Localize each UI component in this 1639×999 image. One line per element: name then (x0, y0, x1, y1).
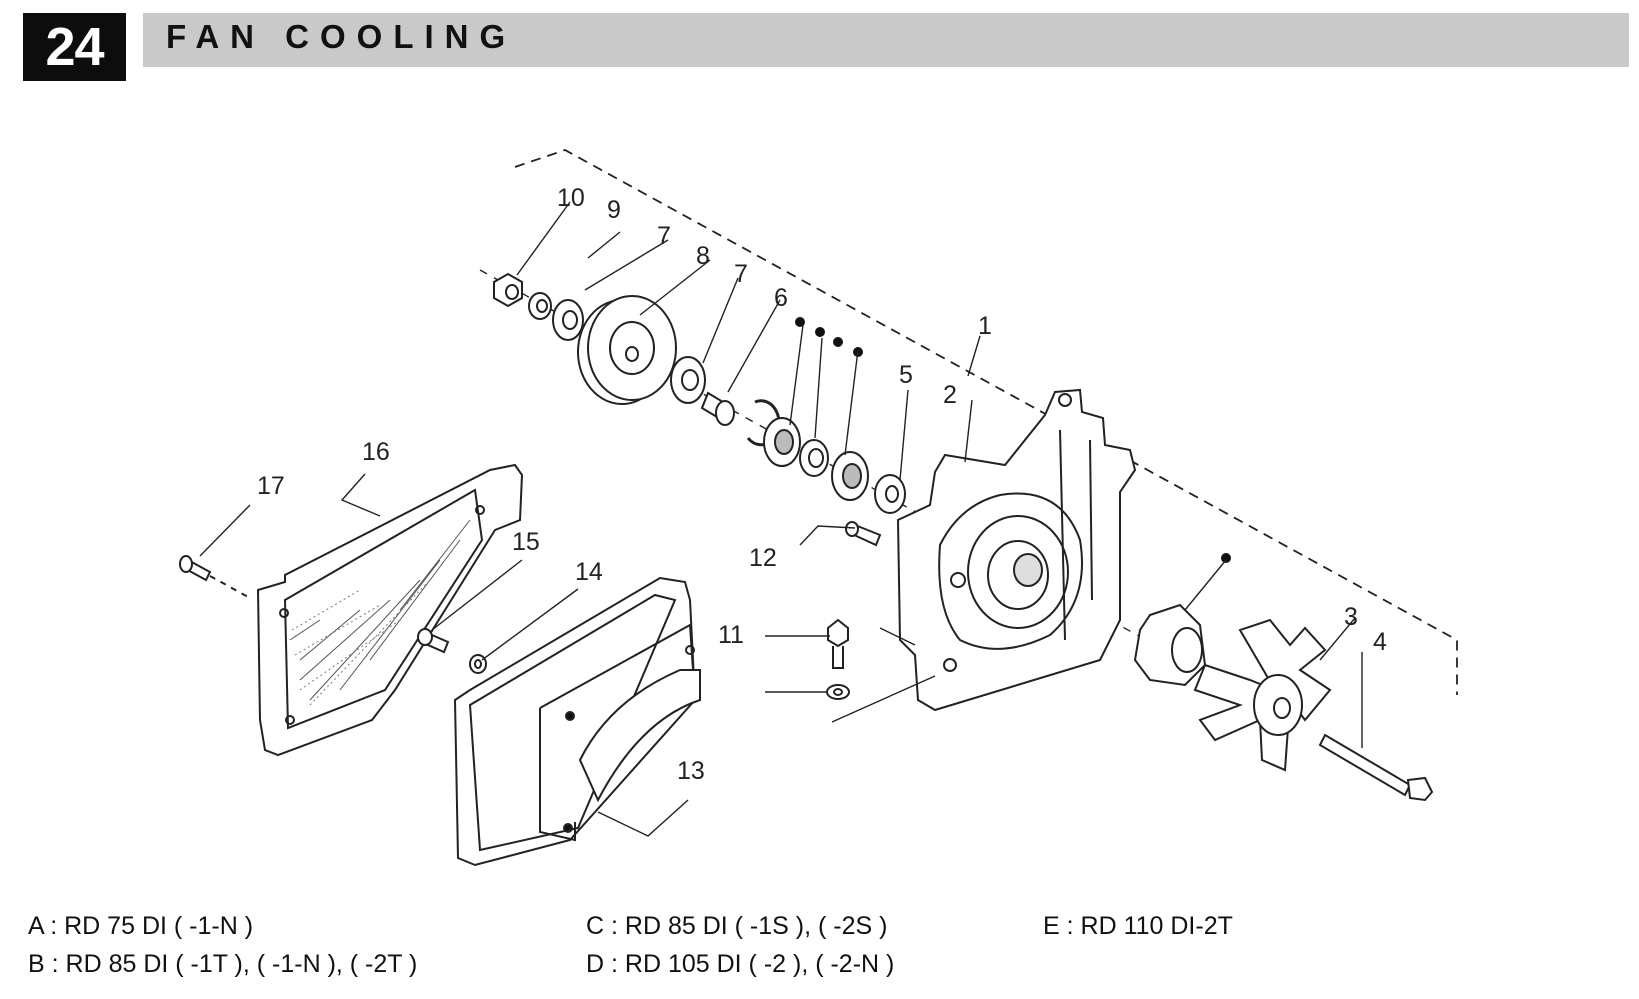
washer-part (670, 356, 706, 404)
callout-10: 10 (557, 184, 585, 212)
callout-7b: 7 (734, 260, 748, 288)
spacer-part (799, 439, 829, 477)
callout-17: 17 (257, 472, 285, 500)
callout-12: 12 (749, 544, 777, 572)
callout-3: 3 (1344, 603, 1358, 631)
mesh-guard-part (256, 463, 524, 757)
bolt-part (417, 628, 450, 654)
callout-16: 16 (362, 438, 390, 466)
washer-part (528, 292, 552, 320)
callout-7: 7 (657, 222, 671, 250)
air-duct-part (453, 576, 701, 867)
callout-9: 9 (607, 196, 621, 224)
fan-blade-part (1193, 618, 1332, 772)
page-number-badge: 24 (23, 13, 126, 81)
fan-hub-part (1133, 603, 1207, 687)
fan-housing-part (896, 388, 1137, 712)
legend-d: D : RD 105 DI ( -2 ), ( -2-N ) (586, 950, 895, 978)
page-title: FAN COOLING (166, 18, 517, 55)
assembly-dashed-line (514, 149, 1458, 695)
callout-8: 8 (696, 242, 710, 270)
bolt-part (179, 555, 251, 599)
legend-b: B : RD 85 DI ( -1T ), ( -1-N ), ( -2T ) (28, 950, 418, 978)
callout-1: 1 (978, 312, 992, 340)
callout-6: 6 (774, 284, 788, 312)
nut-part (469, 654, 487, 674)
bolt-part (826, 618, 850, 700)
callout-15: 15 (512, 528, 540, 556)
callout-14: 14 (575, 558, 603, 586)
legend-a: A : RD 75 DI ( -1-N ) (28, 912, 254, 940)
callout-4: 4 (1373, 628, 1387, 656)
legend-c: C : RD 85 DI ( -1S ), ( -2S ) (586, 912, 888, 940)
title-bar (143, 13, 1629, 67)
long-bolt-part (1318, 733, 1434, 802)
nut-part (493, 272, 523, 308)
bearing-part (831, 451, 869, 501)
spacer-part (700, 391, 735, 426)
callout-2: 2 (943, 381, 957, 409)
callout-13: 13 (677, 757, 705, 785)
callout-11: 11 (718, 621, 744, 649)
bolt-part (845, 521, 882, 547)
washer-part (874, 474, 906, 514)
legend-e: E : RD 110 DI-2T (1043, 912, 1233, 940)
washer-part (552, 299, 584, 341)
leader-lines (199, 201, 1363, 837)
pulley-part (577, 295, 677, 405)
bearing-part (763, 417, 801, 467)
callout-5: 5 (899, 361, 913, 389)
